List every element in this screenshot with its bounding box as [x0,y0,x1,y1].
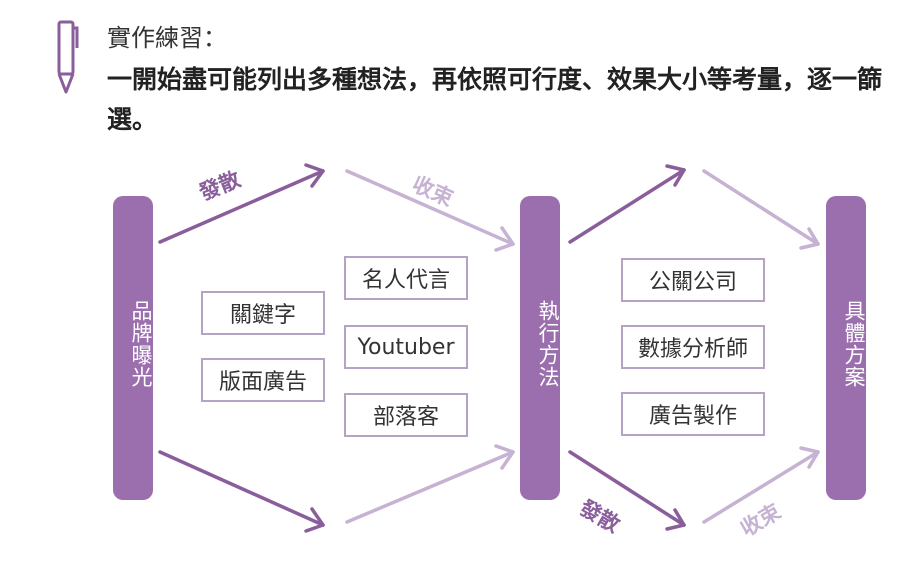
bar-execution-method: 執行方法 [520,196,560,500]
bar-brand-exposure: 品牌曝光 [113,196,153,500]
option-box: 版面廣告 [201,358,325,402]
arrow-diverge-down-1 [158,450,325,527]
arrow-converge-down-1 [345,169,515,246]
arrow-diverge-up-2 [568,168,686,244]
exercise-heading: 實作練習： [107,24,227,52]
option-box: 名人代言 [344,256,468,300]
exercise-text: 一開始盡可能列出多種想法，再依照可行度、效果大小等考量，逐一篩選。 [107,65,883,134]
option-box: Youtuber [344,325,468,369]
option-box: 廣告製作 [621,392,765,436]
option-box: 部落客 [344,393,468,437]
bar-label: 具體方案 [842,300,866,388]
bar-concrete-plan: 具體方案 [826,196,866,500]
arrow-diverge-up-1 [158,169,325,244]
option-box: 數據分析師 [621,325,765,369]
bar-label: 品牌曝光 [129,300,153,388]
arrow-converge-down-2 [702,169,820,246]
arrow-converge-up-2 [702,450,820,524]
pen-icon [57,20,79,94]
option-box: 關鍵字 [201,291,325,335]
arrow-converge-up-1 [345,450,515,524]
bar-label: 執行方法 [536,300,560,388]
arrow-diverge-down-2 [568,450,686,527]
option-box: 公關公司 [621,258,765,302]
